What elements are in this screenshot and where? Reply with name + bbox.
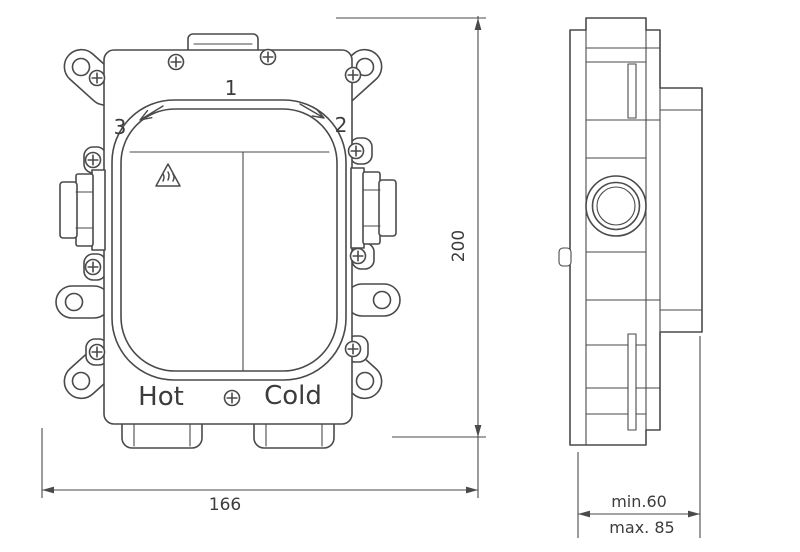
- phillips-screw-icon: [223, 389, 241, 407]
- step-arrow-left: [139, 105, 164, 121]
- depth-min-label: min.60: [611, 492, 667, 511]
- width-dimension-label: 166: [209, 495, 241, 515]
- mounting-hole: [64, 292, 84, 312]
- cold-label: Cold: [264, 381, 322, 411]
- height-dimension-label: 200: [449, 230, 469, 262]
- phillips-screw-icon: [88, 69, 106, 87]
- hot-label: Hot: [138, 382, 184, 412]
- phillips-screw-icon: [344, 66, 362, 84]
- mounting-hole: [71, 57, 91, 77]
- step-1-label: 1: [225, 76, 238, 100]
- mounting-tab-mid-right: [345, 283, 401, 317]
- phillips-screw-icon: [84, 258, 102, 276]
- phillips-screw-icon: [259, 48, 277, 66]
- phillips-screw-icon: [88, 343, 106, 361]
- depth-max-label: max. 85: [609, 518, 674, 537]
- step-2-label: 2: [335, 113, 348, 137]
- mounting-bolt-top: [627, 63, 637, 119]
- depth-dimension: min.60 max. 85: [577, 336, 701, 538]
- phillips-screw-icon: [84, 151, 102, 169]
- front-view: 1 3 2 Hot Cold: [55, 33, 401, 449]
- left-outlet-connector: [59, 169, 106, 251]
- phillips-screw-icon: [347, 142, 365, 160]
- phillips-screw-icon: [349, 247, 367, 265]
- mounting-tab-mid-left: [55, 285, 111, 319]
- warning-triangle-icon: [155, 163, 181, 187]
- side-clip: [558, 247, 572, 267]
- height-dimension: 200: [336, 16, 486, 498]
- width-dimension: 166: [41, 428, 478, 515]
- mounting-hole: [355, 371, 375, 391]
- phillips-screw-icon: [167, 53, 185, 71]
- mounting-bolt-bottom: [627, 333, 637, 431]
- side-view: [558, 17, 703, 446]
- step-arrow-right: [299, 103, 325, 119]
- phillips-screw-icon: [344, 340, 362, 358]
- step-3-label: 3: [114, 115, 127, 139]
- right-outlet-connector: [350, 167, 397, 249]
- side-inlet-port: [585, 175, 647, 237]
- valve-body-recess: [111, 99, 347, 381]
- mounting-hole: [372, 290, 392, 310]
- mounting-hole: [355, 57, 375, 77]
- mounting-hole: [71, 371, 91, 391]
